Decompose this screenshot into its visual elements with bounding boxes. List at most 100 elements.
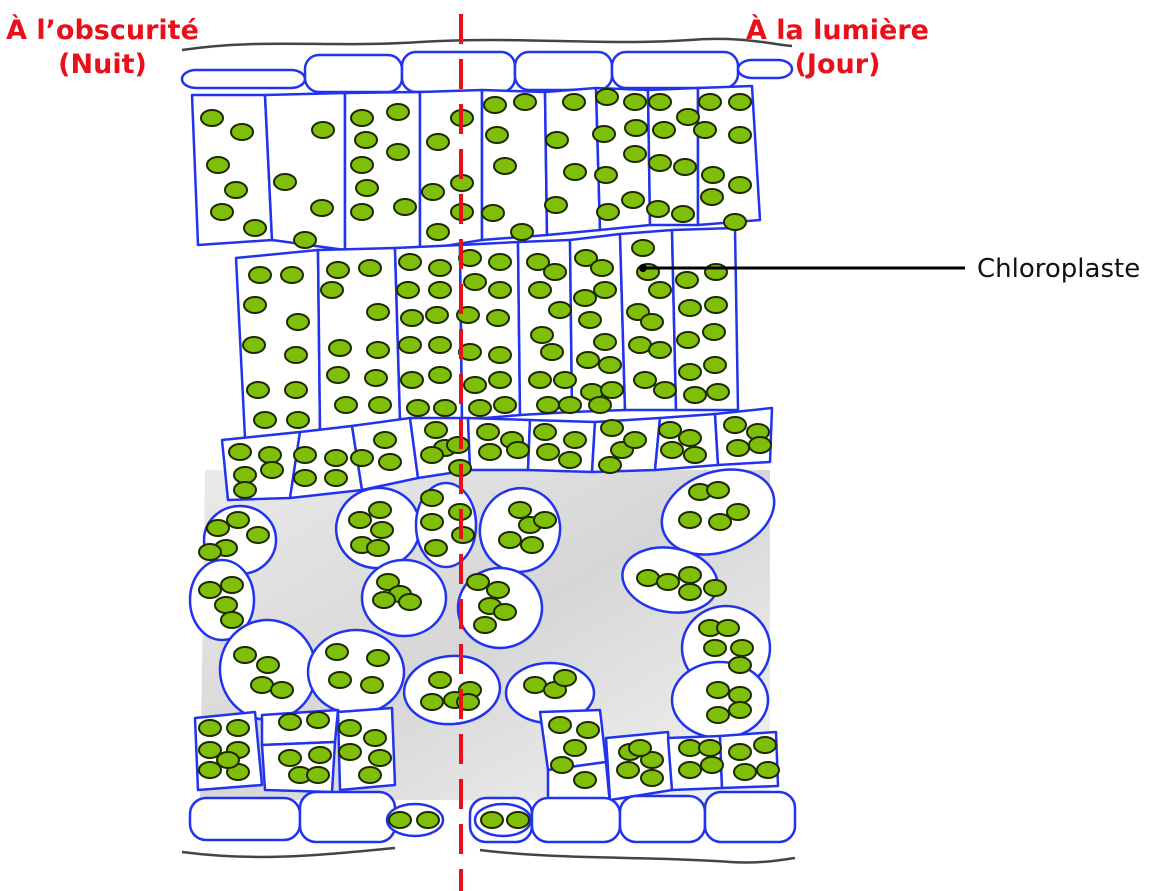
chloroplast: [634, 372, 656, 388]
chloroplast: [734, 764, 756, 780]
chloroplast: [294, 470, 316, 486]
spongy-cell: [308, 630, 404, 714]
chloroplast: [593, 126, 615, 142]
chloroplast: [426, 307, 448, 323]
chloroplast: [563, 94, 585, 110]
chloroplast: [311, 200, 333, 216]
chloroplast: [379, 454, 401, 470]
chloroplast: [524, 677, 546, 693]
chloroplast: [529, 372, 551, 388]
chloroplast: [707, 384, 729, 400]
chloroplast: [724, 214, 746, 230]
lower-epidermis-cell: [620, 796, 705, 842]
chloroplast: [699, 94, 721, 110]
chloroplast: [601, 382, 623, 398]
chloroplast: [469, 400, 491, 416]
chloroplast: [545, 197, 567, 213]
chloroplast: [221, 577, 243, 593]
chloroplast: [564, 740, 586, 756]
chloroplast: [649, 342, 671, 358]
chloroplast: [221, 612, 243, 628]
night-label: À l’obscurité (Nuit): [0, 14, 205, 82]
chloroplast: [407, 400, 429, 416]
chloroplast: [601, 420, 623, 436]
chloroplast: [559, 452, 581, 468]
chloroplast: [251, 677, 273, 693]
chloroplast: [624, 432, 646, 448]
chloroplast: [574, 290, 596, 306]
chloroplast: [704, 580, 726, 596]
chloroplast: [487, 310, 509, 326]
chloroplast: [325, 450, 347, 466]
chloroplast: [329, 672, 351, 688]
chloroplast: [641, 314, 663, 330]
chloroplast: [359, 260, 381, 276]
chloroplast: [271, 682, 293, 698]
chloroplast: [367, 650, 389, 666]
chloroplast: [534, 512, 556, 528]
chloroplast: [425, 540, 447, 556]
chloroplast: [596, 89, 618, 105]
chloroplast: [387, 144, 409, 160]
chloroplast: [672, 206, 694, 222]
chloroplast: [421, 694, 443, 710]
chloroplast: [554, 372, 576, 388]
chloroplast: [507, 442, 529, 458]
chloroplast: [399, 337, 421, 353]
chloroplast: [429, 337, 451, 353]
chloroplast: [599, 457, 621, 473]
chloroplast: [389, 812, 411, 828]
palisade-cell: [460, 242, 520, 420]
chloroplast: [201, 110, 223, 126]
chloroplast: [329, 340, 351, 356]
chloroplast: [649, 282, 671, 298]
chloroplast: [367, 540, 389, 556]
chloroplast: [529, 282, 551, 298]
chloroplast: [281, 267, 303, 283]
chloroplast: [351, 157, 373, 173]
chloroplast: [481, 812, 503, 828]
chloroplast: [647, 201, 669, 217]
chloroplast: [215, 597, 237, 613]
chloroplast: [509, 502, 531, 518]
chloroplast: [249, 267, 271, 283]
chloroplast: [594, 282, 616, 298]
chloroplast: [397, 282, 419, 298]
chloroplast: [694, 122, 716, 138]
chloroplast: [624, 94, 646, 110]
chloroplast: [351, 204, 373, 220]
chloroplast: [679, 300, 701, 316]
chloroplast: [327, 367, 349, 383]
chloroplast-callout-label: Chloroplaste: [977, 254, 1140, 284]
chloroplast: [294, 232, 316, 248]
chloroplast: [544, 264, 566, 280]
chloroplast: [429, 367, 451, 383]
palisade-cell: [395, 245, 462, 420]
chloroplast: [247, 527, 269, 543]
chloroplast: [591, 260, 613, 276]
chloroplast: [365, 370, 387, 386]
chloroplast: [541, 344, 563, 360]
chloroplast: [534, 424, 556, 440]
day-label: À la lumière (Jour): [740, 14, 935, 82]
chloroplast: [257, 657, 279, 673]
chloroplast: [554, 670, 576, 686]
chloroplast: [234, 467, 256, 483]
chloroplast: [489, 282, 511, 298]
chloroplast: [321, 282, 343, 298]
chloroplast: [677, 109, 699, 125]
chloroplast: [199, 720, 221, 736]
chloroplast: [447, 437, 469, 453]
chloroplast: [355, 132, 377, 148]
chloroplast: [589, 397, 611, 413]
chloroplast: [624, 146, 646, 162]
chloroplast: [307, 767, 329, 783]
chloroplast: [279, 750, 301, 766]
chloroplast: [724, 417, 746, 433]
chloroplast: [261, 462, 283, 478]
chloroplast: [625, 120, 647, 136]
chloroplast: [335, 397, 357, 413]
chloroplast: [484, 97, 506, 113]
upper-epidermis-cell: [515, 52, 612, 90]
